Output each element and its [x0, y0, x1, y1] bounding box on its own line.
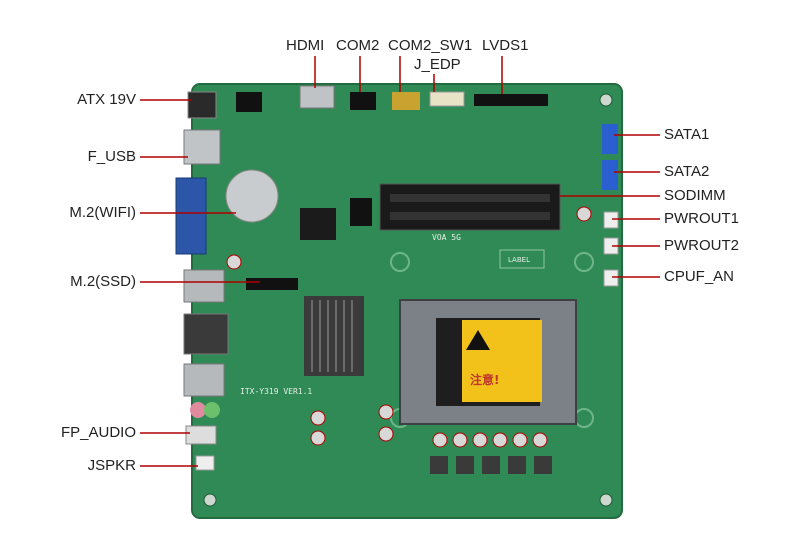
- label-pad-text: LABEL: [508, 256, 530, 264]
- leader-lines: [140, 56, 660, 467]
- m2-wifi-slot: [350, 198, 372, 226]
- hdmi-port: [299, 85, 335, 109]
- m2-ssd-slot: [246, 278, 298, 290]
- label-lvds1: LVDS1: [482, 37, 529, 54]
- label-hdmi: HDMI: [286, 37, 325, 54]
- label-sata2: SATA2: [664, 163, 710, 180]
- label-fp-audio: FP_AUDIO: [60, 424, 136, 441]
- audio-jack-pink: [190, 402, 206, 418]
- atx-19v-connector: [187, 91, 217, 119]
- chokes: [430, 456, 552, 474]
- sodimm-slot-inner-2: [390, 212, 550, 220]
- power-header: [236, 92, 262, 112]
- com2-sw1-jumper: [392, 92, 420, 110]
- label-m2-ssd: M.2(SSD): [70, 273, 136, 290]
- cpufan-connector: [603, 269, 619, 287]
- vga-port: [175, 177, 207, 255]
- label-pwrout2: PWROUT2: [664, 237, 739, 254]
- usb3-port-top: [183, 269, 225, 303]
- label-pwrout1: PWROUT1: [664, 210, 739, 227]
- fp-audio-header: [185, 425, 217, 445]
- socket-warning-text: 注意!: [470, 372, 499, 387]
- label-f-usb: F_USB: [87, 148, 136, 165]
- j-edp-connector: [429, 91, 465, 107]
- label-pad: [499, 249, 545, 269]
- label-j-edp: J_EDP: [414, 56, 461, 73]
- sata2-port: [602, 160, 618, 190]
- f-usb-port: [183, 129, 221, 165]
- sodimm-slot-inner: [390, 194, 550, 202]
- pwrout1-connector: [603, 211, 619, 229]
- jspkr-header: [195, 455, 215, 471]
- com2-header: [350, 92, 376, 110]
- label-cpuf-an: CPUF_AN: [664, 268, 735, 285]
- sodimm-slot: [379, 183, 561, 231]
- chipset-heatsink: [304, 296, 364, 376]
- label-m2-wifi: M.2(WIFI): [69, 204, 136, 221]
- label-jspkr: JSPKR: [87, 457, 136, 474]
- audio-jack-green: [204, 402, 220, 418]
- sodimm-marking: VOA 5G: [432, 233, 461, 242]
- label-com2-sw1: COM2_SW1: [388, 37, 473, 54]
- cmos-battery: [225, 169, 279, 223]
- capacitors: [226, 206, 592, 448]
- lan-port: [183, 313, 229, 355]
- sata1-port: [602, 124, 618, 154]
- lvds1-header: [474, 94, 548, 106]
- label-sata1: SATA1: [664, 126, 710, 143]
- usb3-port-bottom: [183, 363, 225, 397]
- cpu-socket: [399, 299, 577, 425]
- io-chip: [300, 208, 336, 240]
- label-sodimm: SODIMM: [664, 187, 726, 204]
- board-name: ITX-Y319 VER1.1: [240, 387, 312, 396]
- label-atx-19v: ATX 19V: [77, 91, 136, 108]
- label-com2: COM2: [336, 37, 380, 54]
